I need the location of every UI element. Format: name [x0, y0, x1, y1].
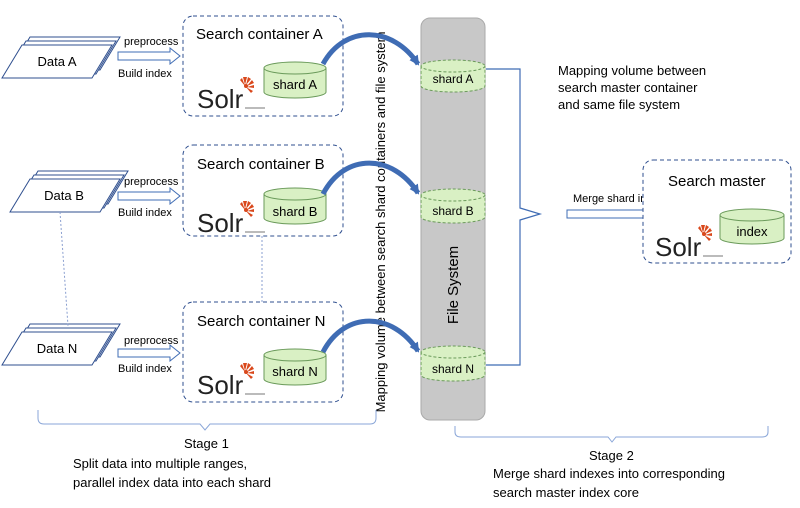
index-cylinder: index: [719, 208, 785, 245]
data-source-b-label: Data B: [44, 188, 84, 203]
merge-bracket: [486, 68, 543, 366]
index-label: index: [736, 224, 768, 239]
mapping-arrow-a: [320, 32, 421, 66]
build-index-label-n: Build index: [118, 363, 172, 375]
preprocess-label-n: preprocess: [124, 335, 179, 347]
preprocess-arrow-b: preprocess Build index: [117, 176, 181, 219]
mapping-note-line-1: Mapping volume between: [558, 63, 706, 78]
merge-label: Merge shard index: [573, 193, 665, 205]
build-index-label-b: Build index: [118, 207, 172, 219]
solr-logo-master-text: Solr: [655, 232, 702, 262]
solr-logo-n: Solr: [197, 363, 265, 400]
mapping-note: Mapping volume between search master con…: [558, 63, 706, 112]
preprocess-label-b: preprocess: [124, 176, 179, 188]
solr-logo-b: Solr: [197, 201, 265, 238]
search-container-n-title: Search container N: [197, 313, 325, 330]
stage1-line-2: parallel index data into each shard: [73, 475, 271, 490]
solr-logo-a: Solr: [197, 77, 265, 114]
data-source-a: Data A: [1, 36, 121, 79]
search-container-a: Search container A shard A Solr: [182, 15, 344, 117]
stage2-title: Stage 2: [589, 448, 634, 463]
file-system: File System shard A shard B shard N: [420, 17, 486, 421]
preprocess-arrow-n: preprocess Build index: [117, 335, 181, 375]
shard-a-label: shard A: [273, 77, 317, 92]
mapping-arrow-b: [320, 160, 421, 196]
search-container-a-title: Search container A: [196, 26, 323, 43]
fs-shard-b: shard B: [420, 188, 486, 224]
data-source-n: Data N: [1, 323, 121, 366]
search-container-b: Search container B shard B Solr: [182, 144, 344, 238]
shard-n-label: shard N: [272, 364, 318, 379]
preprocess-label-a: preprocess: [124, 36, 179, 48]
stage1-bracket: [37, 410, 377, 431]
solr-logo-a-text: Solr: [197, 84, 244, 114]
stage2-line-2: search master index core: [493, 485, 639, 500]
data-source-b: Data B: [9, 170, 129, 213]
shard-b-cylinder: shard B: [263, 187, 327, 225]
shard-n-cylinder: shard N: [263, 348, 327, 386]
fs-shard-a-label: shard A: [433, 72, 474, 86]
solr-logo-n-text: Solr: [197, 370, 244, 400]
fs-shard-b-label: shard B: [432, 204, 473, 218]
fs-shard-n-label: shard N: [432, 362, 474, 376]
fs-shard-n: shard N: [420, 345, 486, 382]
solr-logo-master: Solr: [655, 225, 723, 262]
mapping-note-line-2: search master container: [558, 80, 698, 95]
vertical-mapping-label: Mapping volume between search shard cont…: [373, 32, 388, 413]
fs-shard-a: shard A: [420, 59, 486, 93]
preprocess-arrow-a: preprocess Build index: [117, 36, 181, 80]
file-system-label: File System: [445, 246, 462, 324]
stage1-line-1: Split data into multiple ranges,: [73, 456, 247, 471]
data-sources-dotted-link: [59, 211, 69, 327]
search-container-n: Search container N shard N Solr: [182, 301, 344, 403]
mapping-arrow-n: [320, 318, 421, 354]
data-source-a-label: Data A: [37, 54, 76, 69]
search-container-b-title: Search container B: [197, 156, 325, 173]
stage2-line-1: Merge shard indexes into corresponding: [493, 466, 725, 481]
solr-logo-b-text: Solr: [197, 208, 244, 238]
data-source-n-label: Data N: [37, 341, 77, 356]
shard-a-cylinder: shard A: [263, 61, 327, 99]
shard-b-label: shard B: [273, 204, 318, 219]
search-master-title: Search master: [668, 173, 766, 190]
search-master: Search master index Solr: [642, 159, 792, 264]
stage2-caption: Stage 2 Merge shard indexes into corresp…: [493, 448, 725, 500]
stage1-caption: Stage 1 Split data into multiple ranges,…: [73, 436, 271, 490]
mapping-note-line-3: and same file system: [558, 97, 680, 112]
stage1-title: Stage 1: [184, 436, 229, 451]
build-index-label-a: Build index: [118, 68, 172, 80]
stage2-bracket: [454, 426, 769, 443]
